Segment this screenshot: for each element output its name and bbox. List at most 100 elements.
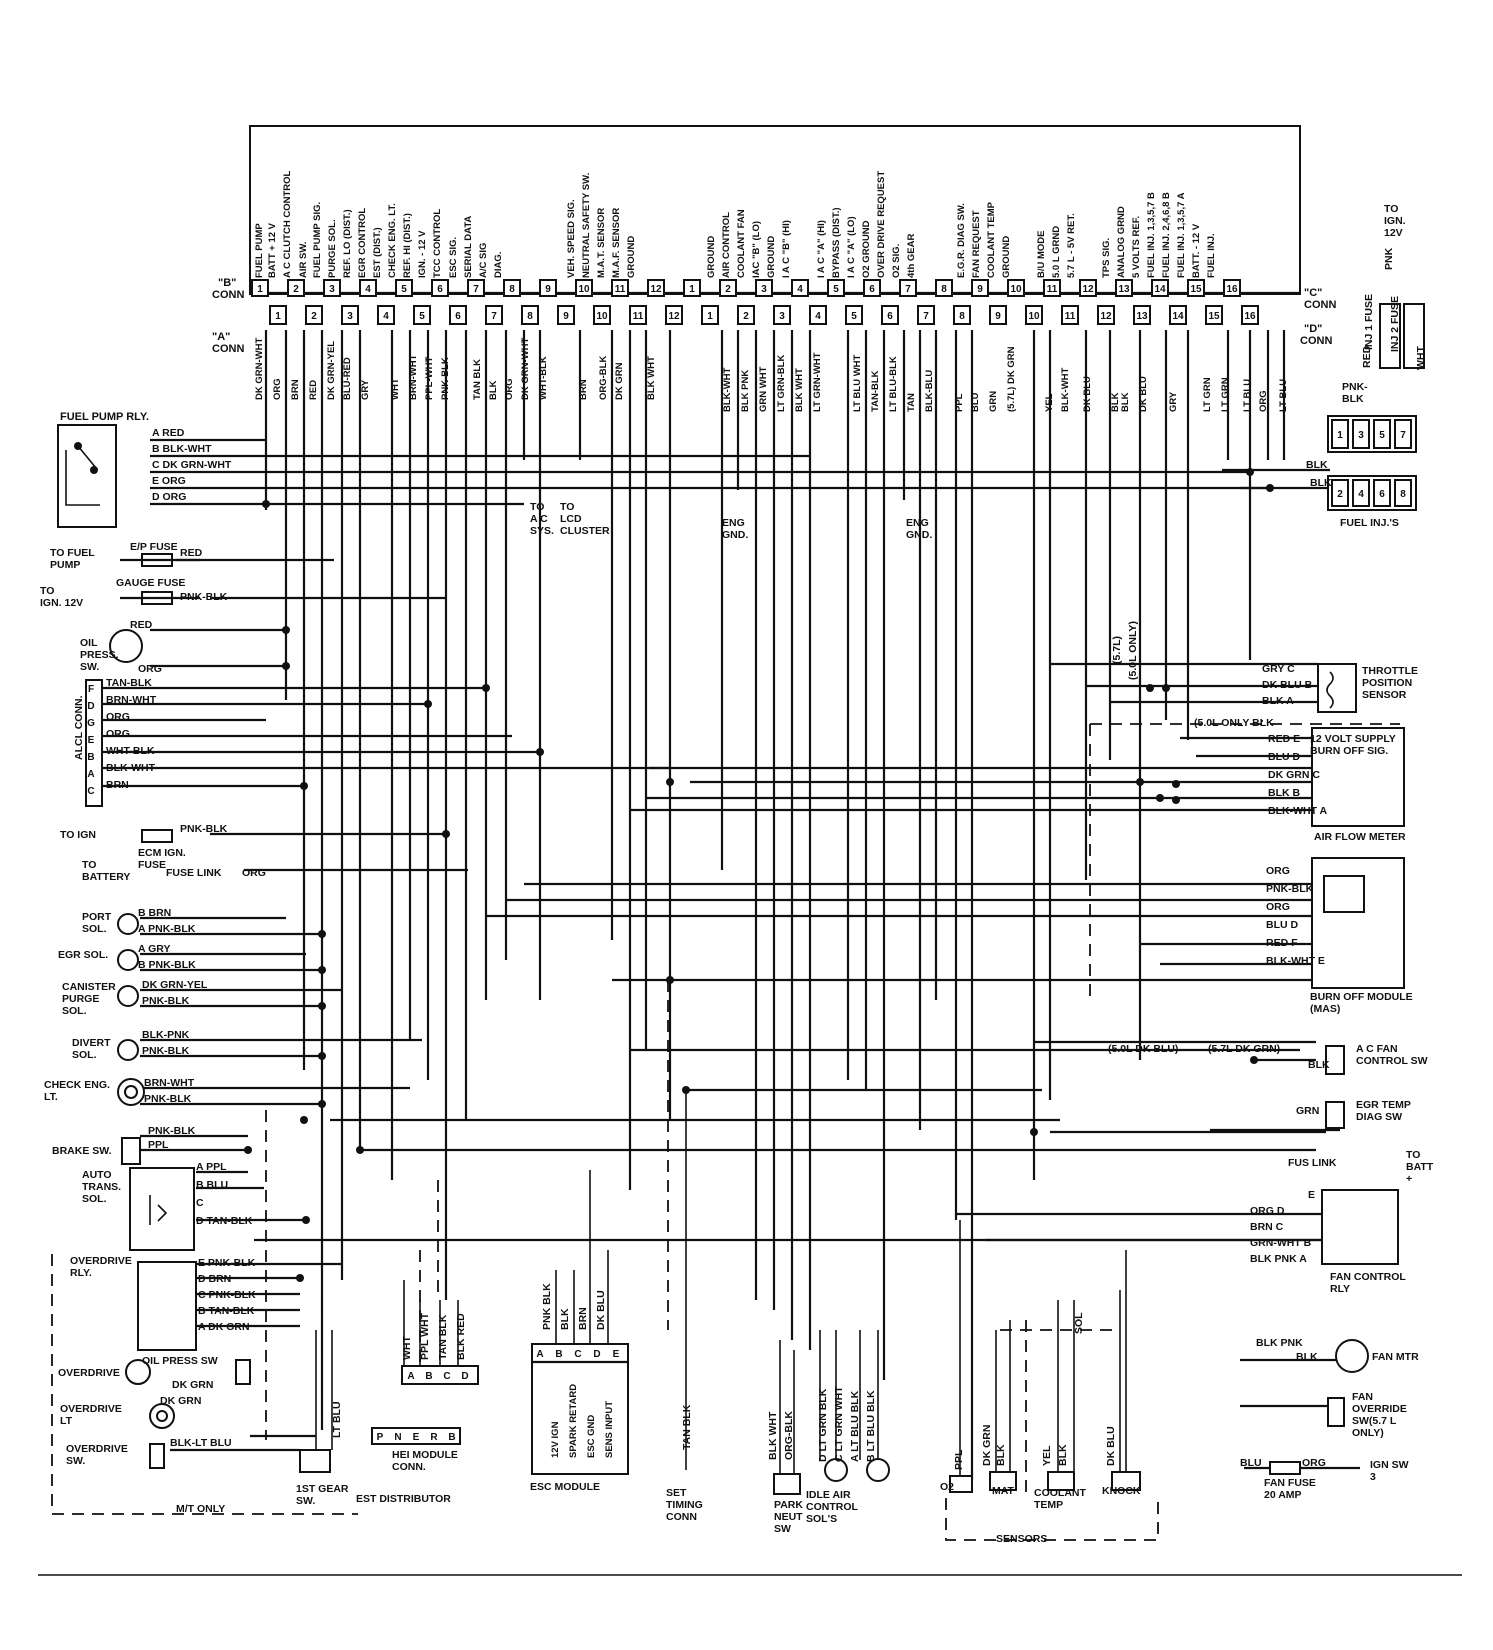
canister-sol: [117, 985, 139, 1007]
first-gear-switch: [299, 1449, 331, 1473]
ecm-function: ESC SIG.: [448, 237, 459, 278]
wire-color: LT GRN: [1220, 377, 1231, 412]
pin-top-left: [395, 279, 413, 297]
ecm-function: BATT. - 12 V: [1191, 223, 1202, 278]
fuel-pump-relay-label: FUEL PUMP RLY.: [60, 411, 149, 423]
pin-number: 11: [1065, 311, 1076, 322]
idle-wire: A LT BLU BLK: [849, 1390, 861, 1462]
pin-number: 5: [851, 311, 857, 322]
pin-top-left: [287, 279, 305, 297]
injector-number: 1: [1337, 430, 1343, 441]
od-rly-wire: B TAN-BLK: [198, 1305, 255, 1317]
tps-wire: BLK A: [1262, 695, 1294, 707]
pin-top-right: [899, 279, 917, 297]
ecm-function: A C CLUTCH CONTROL: [282, 171, 293, 278]
fifty7-label: (5.7L): [1111, 636, 1123, 664]
ecm-function: FAN REQUEST: [971, 210, 982, 278]
pin-top-right: [971, 279, 989, 297]
ecm-function: CHECK ENG. LT.: [387, 203, 398, 278]
egr-sol: [117, 949, 139, 971]
junction-dot: [300, 1116, 308, 1124]
pin-top-left: [611, 279, 629, 297]
wire-ppl: PPL: [953, 1449, 965, 1470]
inj-fuses: [1379, 303, 1425, 369]
mat-wire: DK GRN: [981, 1425, 993, 1466]
wire-color: LT GRN: [1202, 377, 1213, 412]
junction-dot: [1266, 484, 1274, 492]
pin-number: 6: [455, 311, 461, 322]
injector-cell: [1352, 479, 1370, 507]
fan-mtr-wire: BLK PNK: [1256, 1337, 1303, 1349]
pin-top-left: [503, 279, 521, 297]
junction-dot: [302, 1216, 310, 1224]
hei-pin: P: [377, 1432, 384, 1443]
pin-bottom-right: [845, 305, 863, 325]
esc-wire: PNK BLK: [541, 1283, 553, 1330]
pin-top-left: [539, 279, 557, 297]
brake-wire: PPL: [148, 1139, 169, 1151]
port-wire: A PNK-BLK: [138, 923, 196, 935]
pin-bottom-left: [629, 305, 647, 325]
wire-color: LT BLU WHT: [852, 354, 863, 412]
junction-dot: [682, 1086, 690, 1094]
wire-color: BLK PNK: [740, 370, 751, 412]
junction-dot: [318, 930, 326, 938]
ecm-function: FUEL PUMP SIG.: [312, 202, 323, 278]
alcl-wire: ORG: [106, 728, 130, 740]
alcl-wire: BLK-WHT: [106, 762, 156, 774]
fcr-wire: GRN-WHT B: [1250, 1237, 1312, 1249]
ecm-vertical-wires: [264, 330, 1286, 1480]
pin-bottom-right: [1061, 305, 1079, 325]
injector-number: 4: [1358, 489, 1364, 500]
injector-cell: [1373, 479, 1391, 507]
pin-number: 11: [633, 311, 644, 322]
wire-color: BLK: [488, 380, 499, 400]
pin-top-right: [1079, 279, 1097, 297]
wire-color: LT GRN-WHT: [812, 352, 823, 412]
pin-top-left: [647, 279, 665, 297]
fuel-inj-label: FUEL INJ.'S: [1340, 517, 1399, 529]
pin-top-left: [431, 279, 449, 297]
junction-dot: [1146, 684, 1154, 692]
esc-letter: B: [555, 1349, 562, 1360]
injector-number: 8: [1400, 489, 1406, 500]
wire-color: BLK-WHT: [722, 367, 733, 412]
pin-number: 3: [779, 311, 785, 322]
ecm-ign-fuse-label: ECM IGN.FUSE: [138, 847, 186, 871]
ecm-function: TPS SIG.: [1101, 238, 1112, 278]
pin-bottom-left: [269, 305, 287, 325]
wire-color: DK GRN-WHT: [520, 338, 531, 400]
hei-pin: N: [394, 1432, 401, 1443]
pin-number: 2: [293, 284, 299, 295]
coolant-wire: YEL: [1041, 1445, 1053, 1466]
hei-letter: D: [461, 1371, 468, 1382]
wire-color: LT BLU: [1242, 379, 1253, 412]
airflow-wire: RED E: [1268, 733, 1300, 745]
wire-grn: GRN: [1296, 1105, 1319, 1117]
pin-top-right: [1223, 279, 1241, 297]
hei-pin: B: [448, 1432, 455, 1443]
pin-number: 7: [923, 311, 929, 322]
pin-bottom-right: [701, 305, 719, 325]
pin-number: 9: [563, 311, 569, 322]
esc-letter: D: [593, 1349, 600, 1360]
mat-wire: BLK: [995, 1444, 1007, 1466]
junction-dot: [666, 976, 674, 984]
junction-dot: [424, 700, 432, 708]
wire-color: BLK WHT: [646, 356, 657, 400]
junction-dot: [1162, 684, 1170, 692]
check-eng-lamp: [117, 1078, 145, 1106]
pin-bottom-right: [953, 305, 971, 325]
pin-number: 16: [1244, 311, 1256, 322]
hei-wire: BLK RED: [455, 1313, 467, 1360]
pin-bottom-right: [1169, 305, 1187, 325]
wire-red: RED: [180, 547, 203, 559]
junction-dot: [318, 1052, 326, 1060]
esc-func: 12V IGN: [550, 1421, 561, 1458]
bom-wire: ORG: [1266, 901, 1290, 913]
